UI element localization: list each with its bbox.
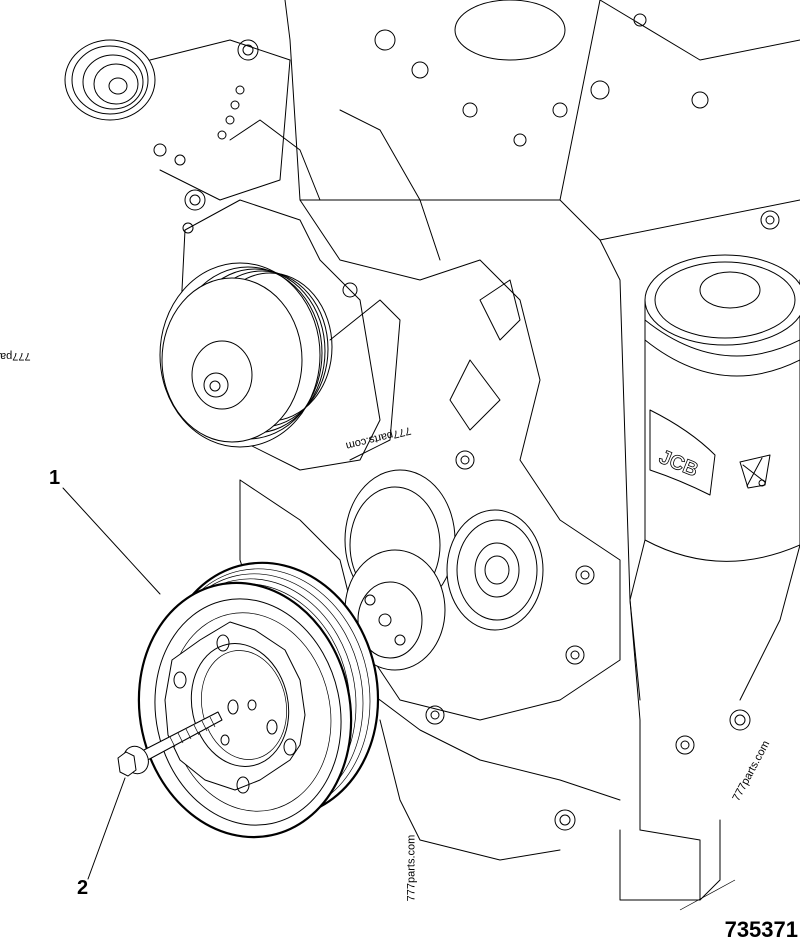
watermark: 777parts.com <box>405 834 418 902</box>
water-pump-pulley <box>159 262 401 461</box>
cover-bolts <box>182 39 780 831</box>
watermark: 777pa <box>0 350 31 362</box>
alternator-pulley <box>64 39 291 201</box>
crankshaft-pulley[interactable] <box>116 543 402 857</box>
idler-pulleys <box>344 469 544 671</box>
leader-line-2 <box>87 777 126 880</box>
disposal-icon <box>739 454 771 489</box>
oil-filter: JCB <box>629 254 800 701</box>
callout-1: 1 <box>49 467 61 489</box>
callout-2: 2 <box>77 877 89 899</box>
leader-line-fig <box>679 879 736 911</box>
figure-number: 735371 <box>724 917 798 942</box>
leader-line-1 <box>62 487 161 595</box>
pulley-bolt[interactable] <box>117 711 223 778</box>
